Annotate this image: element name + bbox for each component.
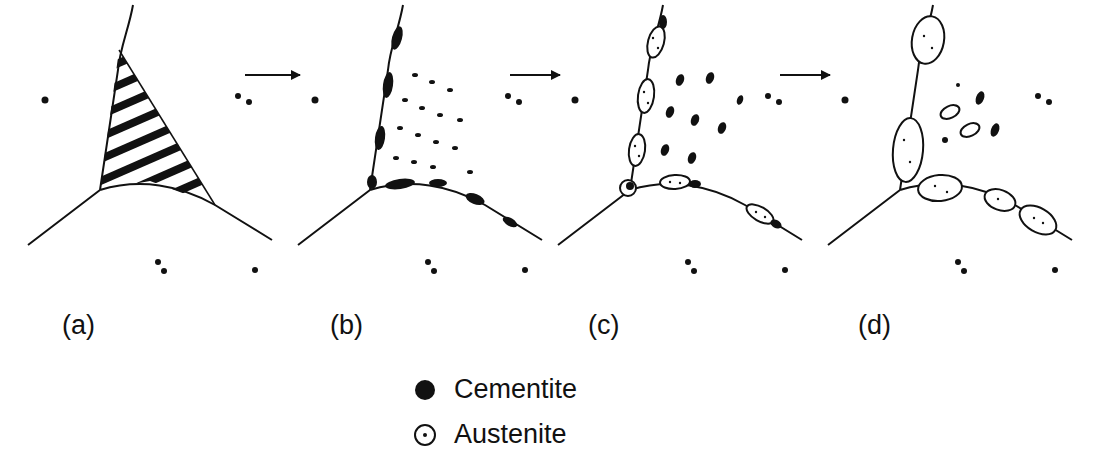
austenite-nucleation (558, 5, 802, 274)
stage-label: (d) (858, 312, 891, 339)
austenite-growth (828, 5, 1072, 274)
sequence-arrow (245, 74, 830, 76)
legend-item: Cementite (412, 376, 577, 403)
legend-text: Cementite (454, 376, 577, 403)
cementite-symbol (412, 377, 438, 403)
spheroidized-grain (298, 5, 542, 274)
pearlite-grain (28, 5, 272, 274)
legend-item: Austenite (412, 421, 567, 448)
stage-label: (c) (588, 312, 619, 339)
legend-text: Austenite (454, 421, 567, 448)
austenite-symbol (412, 422, 438, 448)
stage-label: (a) (62, 312, 95, 339)
stage-label: (b) (330, 312, 363, 339)
